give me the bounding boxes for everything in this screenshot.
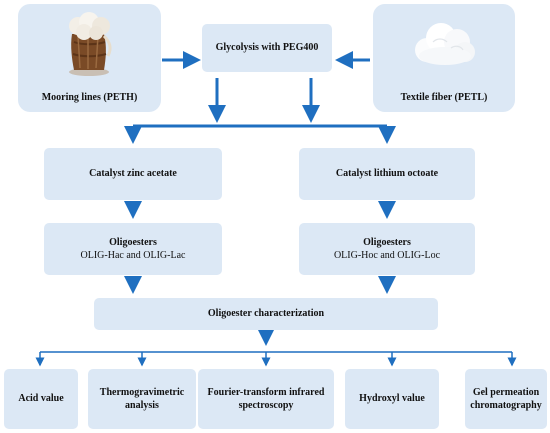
oligoesters-left-title: Oligoesters: [109, 236, 157, 248]
oligoesters-right-box: Oligoesters OLIG-Hoc and OLIG-Loc: [299, 223, 475, 275]
catalyst-lithium-octoate-label: Catalyst lithium octoate: [335, 168, 439, 180]
textile-fiber-label: Textile fiber (PETL): [400, 91, 488, 103]
mooring-rope-icon: [69, 12, 112, 76]
method-acid-value-label: Acid value: [18, 393, 64, 405]
oligoesters-left-subtitle: OLIG-Hac and OLIG-Lac: [80, 250, 186, 261]
catalyst-lithium-octoate-box: Catalyst lithium octoate: [299, 148, 475, 200]
method-thermogravimetric-label: Thermogravimetric analysis: [99, 386, 185, 412]
method-acid-value: Acid value: [4, 369, 78, 429]
glycolysis-box: Glycolysis with PEG400: [202, 24, 332, 72]
method-gpc: Gel permeation chromatography: [465, 369, 547, 429]
mooring-lines-label: Mooring lines (PETH): [41, 91, 138, 103]
cotton-fiber-icon: [415, 23, 475, 65]
catalyst-zinc-acetate-label: Catalyst zinc acetate: [89, 168, 177, 180]
glycolysis-label: Glycolysis with PEG400: [215, 42, 319, 54]
method-hydroxyl-value: Hydroxyl value: [345, 369, 439, 429]
method-hydroxyl-value-label: Hydroxyl value: [359, 393, 425, 405]
method-thermogravimetric: Thermogravimetric analysis: [88, 369, 196, 429]
textile-fiber-box: Textile fiber (PETL): [373, 4, 515, 112]
method-gpc-label: Gel permeation chromatography: [470, 386, 542, 412]
oligoester-characterization-label: Oligoester characterization: [207, 308, 325, 320]
mooring-lines-box: Mooring lines (PETH): [18, 4, 161, 112]
catalyst-zinc-acetate-box: Catalyst zinc acetate: [44, 148, 222, 200]
method-ftir-label: Fourier-transform infrared spectroscopy: [207, 386, 325, 412]
oligoesters-left-box: Oligoesters OLIG-Hac and OLIG-Lac: [44, 223, 222, 275]
oligoesters-right-title: Oligoesters: [363, 236, 411, 248]
method-ftir: Fourier-transform infrared spectroscopy: [198, 369, 334, 429]
oligoesters-right-subtitle: OLIG-Hoc and OLIG-Loc: [333, 250, 441, 261]
oligoester-characterization-box: Oligoester characterization: [94, 298, 438, 330]
